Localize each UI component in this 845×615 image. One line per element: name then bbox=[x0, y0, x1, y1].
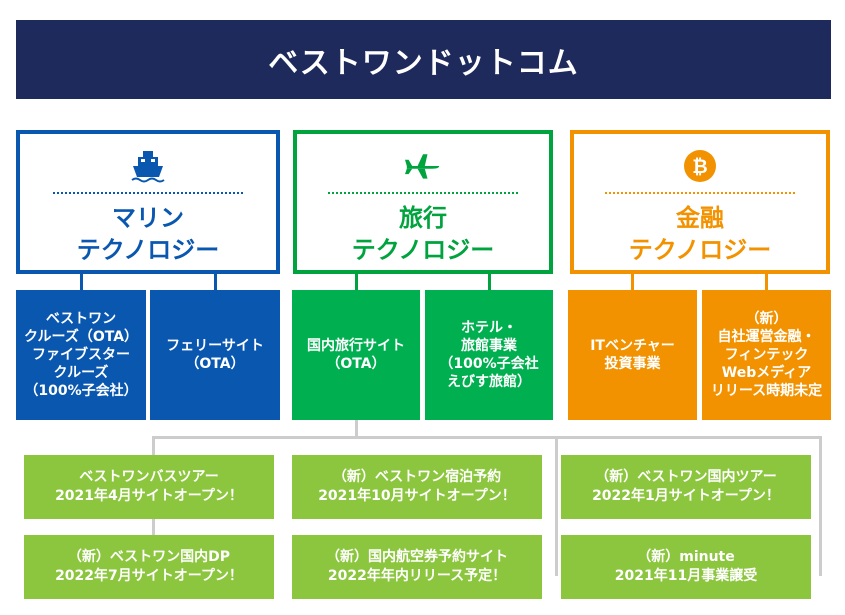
segment-travel: 旅行 テクノロジー bbox=[293, 130, 553, 274]
connector bbox=[555, 436, 558, 576]
segment-finance: ₿ 金融 テクノロジー bbox=[570, 130, 830, 274]
connector bbox=[152, 436, 822, 439]
connector bbox=[355, 274, 358, 290]
business-box: 国内旅行サイト （OTA） bbox=[292, 290, 420, 420]
page-title: ベストワンドットコム bbox=[16, 20, 831, 99]
connector bbox=[631, 274, 634, 290]
connector bbox=[80, 274, 83, 290]
news-item: （新）ベストワン宿泊予約 2021年10月サイトオープン！ bbox=[292, 455, 542, 519]
airplane-icon bbox=[405, 148, 441, 184]
ship-icon bbox=[130, 148, 166, 184]
segment-name: 旅行 テクノロジー bbox=[351, 204, 495, 264]
news-item: （新）minute 2021年11月事業譲受 bbox=[561, 535, 811, 599]
segment-name: 金融 テクノロジー bbox=[628, 204, 772, 264]
news-item: （新）ベストワン国内ツアー 2022年1月サイトオープン！ bbox=[561, 455, 811, 519]
bitcoin-icon: ₿ bbox=[682, 148, 718, 184]
connector bbox=[488, 274, 491, 290]
connector bbox=[765, 274, 768, 290]
segment-name: マリン テクノロジー bbox=[76, 204, 220, 264]
business-box: ホテル・ 旅館事業 （100%子会社 えびす旅館） bbox=[425, 290, 553, 420]
connector bbox=[819, 436, 822, 576]
business-box: フェリーサイト （OTA） bbox=[150, 290, 280, 420]
svg-text:₿: ₿ bbox=[692, 156, 707, 178]
business-box: ベストワン クルーズ（OTA） ファイブスター クルーズ （100%子会社） bbox=[16, 290, 146, 420]
news-item: ベストワンバスツアー 2021年4月サイトオープン！ bbox=[24, 455, 274, 519]
business-box: ITベンチャー 投資事業 bbox=[568, 290, 697, 420]
business-box: （新） 自社運営金融・ フィンテック Webメディア リリース時期未定 bbox=[702, 290, 831, 420]
news-item: （新）ベストワン国内DP 2022年7月サイトオープン！ bbox=[24, 535, 274, 599]
news-item: （新）国内航空券予約サイト 2022年年内リリース予定！ bbox=[292, 535, 542, 599]
connector bbox=[214, 274, 217, 290]
connector bbox=[355, 420, 358, 437]
segment-marine: マリン テクノロジー bbox=[16, 130, 280, 274]
